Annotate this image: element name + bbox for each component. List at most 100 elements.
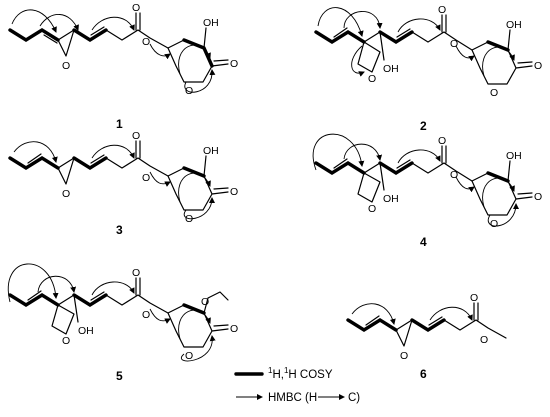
double-bond xyxy=(365,315,443,326)
hmbc-arrow xyxy=(39,14,79,31)
lactone-ring xyxy=(471,160,533,216)
epoxide-ring xyxy=(57,29,75,57)
hmbc-arrow xyxy=(91,144,135,159)
hmbc-arrow xyxy=(482,177,515,208)
carbonyl xyxy=(473,302,479,321)
atom-label: O xyxy=(450,169,458,181)
atom-label: OH xyxy=(383,63,399,75)
hmbc-arrow xyxy=(317,7,364,37)
legend: 1H,1H COSY HMBC (H C) xyxy=(234,366,360,404)
atom-label: O xyxy=(534,191,542,203)
atom-label: OH xyxy=(506,19,522,31)
hmbc-arrow xyxy=(91,16,135,31)
hmbc-arrow xyxy=(184,69,216,93)
atom-label: O xyxy=(142,36,150,48)
hmbc-arrow xyxy=(178,309,211,340)
atom-label: O xyxy=(490,87,498,99)
hmbc-arrow xyxy=(13,141,58,163)
atom-label: OH xyxy=(383,193,399,205)
compound-label: 4 xyxy=(420,235,427,249)
cosy-bonds xyxy=(8,27,214,68)
carbonyl xyxy=(441,145,447,164)
atom-label: OH xyxy=(203,145,219,157)
atom-label: O xyxy=(368,73,376,85)
atom-label: O xyxy=(450,38,458,50)
hmbc-arrow xyxy=(455,176,475,193)
hmbc-arrow xyxy=(149,43,171,60)
cosy-bonds xyxy=(314,160,510,183)
oxetane-ring xyxy=(357,162,385,203)
hmbc-arrow xyxy=(149,308,171,324)
epoxide-ring xyxy=(395,319,413,347)
double-bond xyxy=(43,34,58,44)
hmbc-arrow xyxy=(181,335,216,362)
cosy-bonds xyxy=(346,317,446,333)
atom-label: O xyxy=(230,323,238,335)
atom-label: O xyxy=(470,292,478,304)
hmbc-arrow xyxy=(178,44,211,75)
atom-label: O xyxy=(132,267,140,279)
compound-3: O O O OH O O 3 xyxy=(8,130,238,237)
compound-2: O OH O O OH O O 2 xyxy=(314,4,542,133)
hmbc-arrow xyxy=(91,281,135,296)
hmbc-arrow xyxy=(487,203,519,227)
double-bond xyxy=(90,26,105,36)
atom-label: O xyxy=(480,334,488,346)
lactone-ring xyxy=(471,29,533,85)
cosy-bonds xyxy=(8,155,206,178)
cosy-bonds xyxy=(314,29,510,52)
carbonyl xyxy=(135,140,141,159)
compound-label: 5 xyxy=(116,369,123,383)
oxetane-ring xyxy=(51,294,79,335)
hmbc-arrow xyxy=(482,46,515,77)
compound-6: O O O 6 xyxy=(346,292,507,381)
atom-label: O xyxy=(62,188,70,200)
double-bond xyxy=(27,290,105,301)
hmbc-arrow xyxy=(455,45,475,62)
double-bond xyxy=(333,27,411,38)
hmbc-arrow xyxy=(343,143,383,161)
hmbc-arrow xyxy=(149,171,171,187)
hmbc-arrow xyxy=(7,263,59,303)
atom-label: OH xyxy=(78,325,94,337)
hmbc-arrow xyxy=(343,11,383,29)
atom-label: O xyxy=(62,335,70,347)
atom-label: O xyxy=(185,213,193,225)
methoxy-ring xyxy=(203,291,229,314)
hmbc-arrow xyxy=(351,45,365,77)
hmbc-arrow xyxy=(183,197,215,220)
atom-label: O xyxy=(185,85,193,97)
compound-label: 3 xyxy=(116,223,123,237)
atom-label: O xyxy=(438,135,446,147)
atom-label: O xyxy=(132,2,140,14)
hmbc-arrow xyxy=(397,18,441,33)
atom-label: O xyxy=(62,60,70,72)
hmbc-arrow xyxy=(351,303,396,325)
compound-label: 2 xyxy=(420,119,427,133)
hmbc-arrow xyxy=(312,133,365,171)
cosy-legend-text: 1H,1H COSY xyxy=(268,366,333,381)
compound-label: 6 xyxy=(420,367,427,381)
hmbc-arrow xyxy=(397,149,441,164)
atom-label: O xyxy=(230,58,238,70)
compound-4: O OH O O OH O O 4 xyxy=(312,133,542,249)
atom-label: OH xyxy=(203,17,219,29)
atom-label: O xyxy=(142,172,150,184)
atom-label: O xyxy=(368,203,376,215)
carbonyl xyxy=(135,277,141,296)
atom-label: O xyxy=(438,4,446,16)
compound-5: O OH O O O O O 5 xyxy=(7,263,238,383)
hmbc-arrow xyxy=(429,306,473,321)
lactone-ring xyxy=(167,27,229,83)
hmbc-arrow xyxy=(11,9,57,33)
cosy-bonds xyxy=(8,292,206,315)
epoxide-ring xyxy=(57,157,75,185)
atom-label: O xyxy=(534,60,542,72)
atom-label: O xyxy=(132,130,140,142)
hmbc-legend-text-end: C) xyxy=(348,392,360,404)
carbonyl xyxy=(441,14,447,33)
atom-label: O xyxy=(230,186,238,198)
atom-label: O xyxy=(201,296,209,308)
double-bond xyxy=(27,153,105,164)
